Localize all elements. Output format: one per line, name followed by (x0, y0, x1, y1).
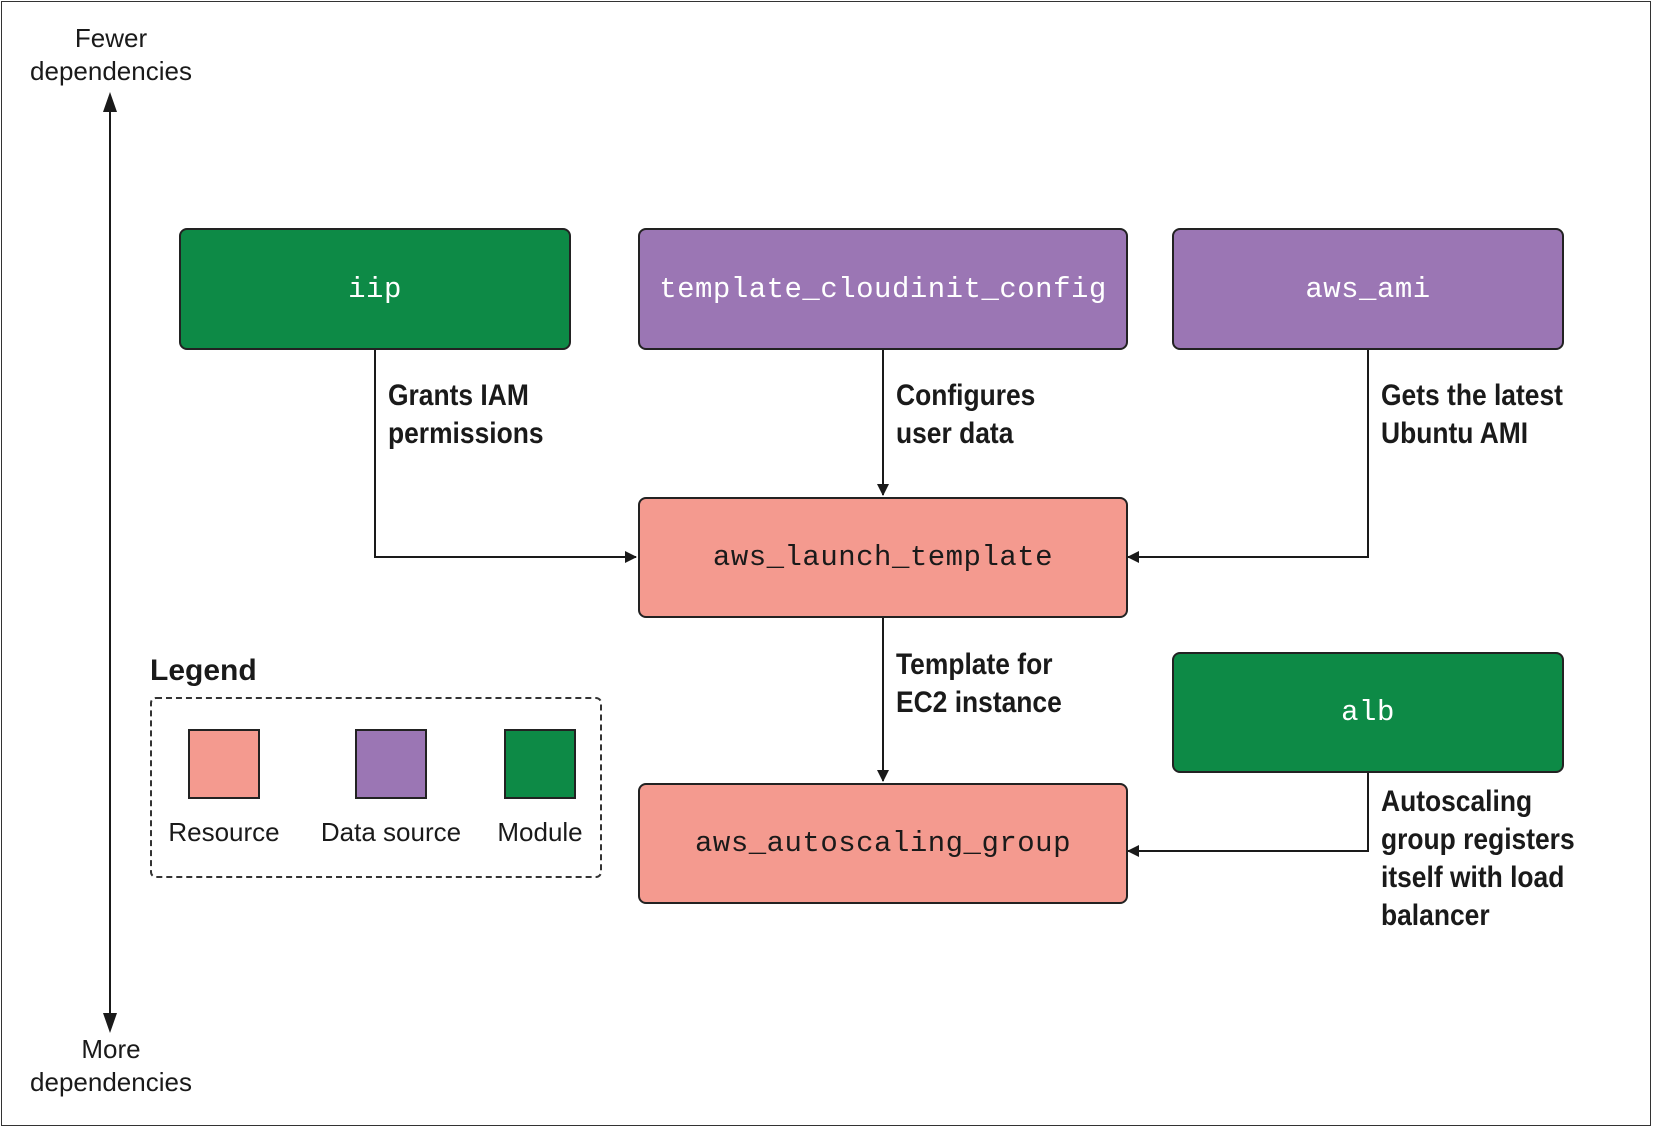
node-alb-label: alb (1341, 696, 1395, 729)
axis-bottom-label-line-2: dependencies (30, 1067, 192, 1097)
edge-label-cloudinit-to-launch: Configures user data (896, 377, 1035, 453)
node-iip-label: iip (348, 272, 402, 306)
node-aws-ami-label: aws_ami (1305, 272, 1431, 306)
edge-label-line: Autoscaling (1381, 785, 1533, 818)
edge-label-ami-to-launch: Gets the latest Ubuntu AMI (1381, 377, 1563, 453)
axis-top-label-line-1: Fewer (74, 23, 148, 53)
axis-arrow-up (103, 92, 117, 112)
edge-label-line: Ubuntu AMI (1381, 417, 1529, 450)
node-template-cloudinit-config-label: template_cloudinit_config (659, 272, 1107, 306)
edge-label-launch-to-asg: Template for EC2 instance (896, 646, 1062, 722)
legend-label-resource: Resource (168, 817, 280, 847)
legend-box: Resource Data source Module (150, 697, 602, 878)
axis-arrow-down (103, 1013, 117, 1033)
edge-label-line: user data (896, 417, 1014, 450)
node-aws-launch-template: aws_launch_template (638, 497, 1128, 618)
node-aws-launch-template-label: aws_launch_template (712, 541, 1054, 574)
edge-label-iip-to-launch: Grants IAM permissions (388, 377, 544, 453)
edge-label-line: Grants IAM (388, 379, 529, 412)
edge-iip-to-launch-template (374, 349, 637, 563)
node-iip: iip (179, 228, 571, 350)
node-aws-autoscaling-group: aws_autoscaling_group (638, 783, 1128, 904)
edge-alb-to-asg (1127, 772, 1369, 857)
edge-label-line: Gets the latest (1381, 379, 1563, 412)
axis-bottom-label: More dependencies (0, 1033, 226, 1099)
axis-bottom-label-line-1: More (81, 1034, 141, 1064)
legend-swatch-resource (188, 729, 260, 799)
node-template-cloudinit-config: template_cloudinit_config (638, 228, 1128, 350)
edge-label-line: group registers (1381, 823, 1575, 856)
edge-label-line: Configures (896, 379, 1036, 412)
legend-label-module: Module (497, 817, 583, 847)
node-aws-ami: aws_ami (1172, 228, 1564, 350)
edge-label-line: Template for (896, 648, 1053, 681)
legend-swatch-data-source (355, 729, 427, 799)
axis-top-label-line-2: dependencies (30, 56, 192, 86)
axis-top-label: Fewer dependencies (0, 22, 226, 88)
edge-label-alb-to-asg: Autoscaling group registers itself with … (1381, 783, 1575, 935)
legend-swatch-module (504, 729, 576, 799)
edge-label-line: balancer (1381, 899, 1490, 932)
node-alb: alb (1172, 652, 1564, 773)
edge-ami-to-launch-template (1127, 349, 1369, 563)
legend-label-data-source: Data source (320, 817, 462, 847)
edge-label-line: EC2 instance (896, 686, 1062, 719)
edge-label-line: permissions (388, 417, 544, 450)
legend-title: Legend (150, 654, 257, 687)
node-aws-autoscaling-group-label: aws_autoscaling_group (695, 827, 1071, 860)
edge-label-line: itself with load (1381, 861, 1565, 894)
